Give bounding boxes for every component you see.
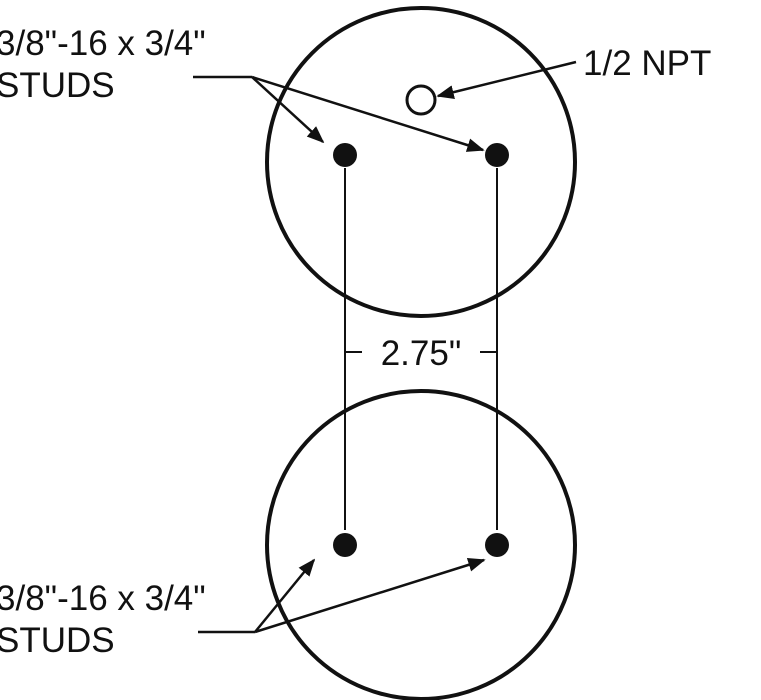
top-studs-spec: 3/8"-16 x 3/4" (0, 24, 206, 63)
top-studs-arrow-right (251, 75, 485, 152)
spacing-dimension: 2.75" (381, 334, 462, 373)
bottom-studs-spec: 3/8"-16 x 3/4" (0, 579, 206, 618)
top-studs-arrow-left (251, 76, 325, 144)
bottom-right-stud (485, 533, 509, 557)
top-right-stud (485, 143, 509, 167)
port-arrow (436, 60, 577, 100)
bottom-left-stud (333, 533, 357, 557)
top-plate-circle (265, 6, 577, 318)
port-label: 1/2 NPT (583, 44, 711, 83)
bottom-plate-circle (265, 389, 577, 700)
bottom-studs-arrow-left (254, 558, 316, 633)
bottom-studs-label: STUDS (0, 621, 115, 660)
top-left-stud (333, 143, 357, 167)
air-port-circle (405, 84, 437, 116)
top-studs-label: STUDS (0, 66, 115, 105)
bottom-studs-arrow-right (254, 558, 486, 634)
